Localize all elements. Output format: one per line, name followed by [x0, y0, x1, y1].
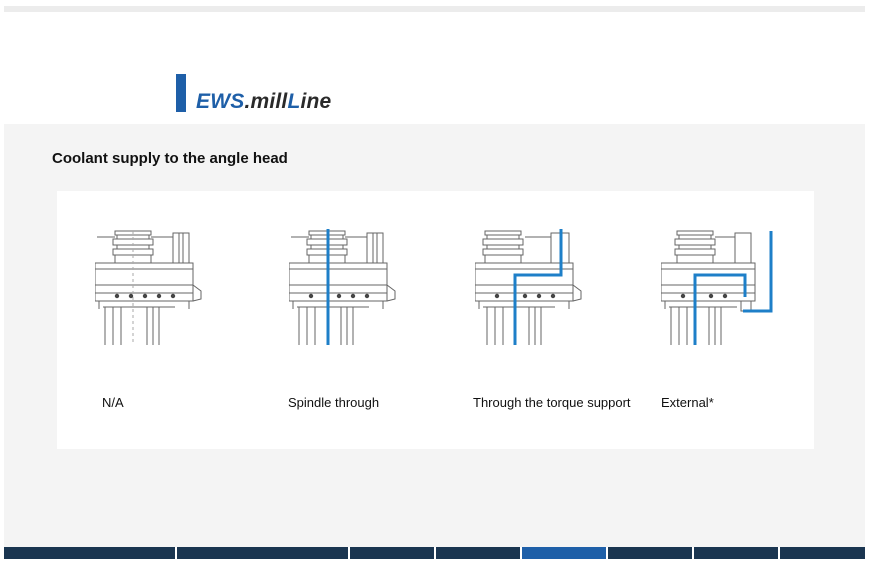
- angle-head-spindle-through-icon: [289, 229, 396, 345]
- nav-item-8[interactable]: [780, 547, 865, 559]
- angle-head-external-icon: [661, 230, 773, 345]
- top-strip: [4, 6, 865, 12]
- angle-head-torque-support-icon: [475, 229, 582, 345]
- nav-item-3[interactable]: [350, 547, 436, 559]
- option-na: N/A: [95, 191, 275, 449]
- logo-wordmark: EWS.millLine: [196, 90, 332, 113]
- page-title: Coolant supply to the angle head: [52, 150, 288, 167]
- bottom-nav-bar: [4, 547, 865, 559]
- option-torque-support: Through the torque support: [473, 191, 655, 449]
- option-external: External*: [661, 191, 841, 449]
- header: [4, 12, 865, 124]
- nav-item-5[interactable]: [522, 547, 608, 559]
- nav-item-4[interactable]: [436, 547, 522, 559]
- nav-item-6[interactable]: [608, 547, 694, 559]
- nav-item-1[interactable]: [4, 547, 177, 559]
- option-label-external: External*: [661, 395, 714, 410]
- option-spindle-through: Spindle through: [288, 191, 469, 449]
- option-label-torque-support: Through the torque support: [473, 395, 631, 410]
- angle-head-no-coolant-icon: [95, 230, 202, 345]
- logo-bar: [176, 74, 186, 112]
- option-label-spindle-through: Spindle through: [288, 395, 380, 410]
- nav-item-2[interactable]: [177, 547, 350, 559]
- option-label-na: N/A: [102, 395, 124, 410]
- nav-item-7[interactable]: [694, 547, 780, 559]
- options-card: N/A: [57, 191, 814, 449]
